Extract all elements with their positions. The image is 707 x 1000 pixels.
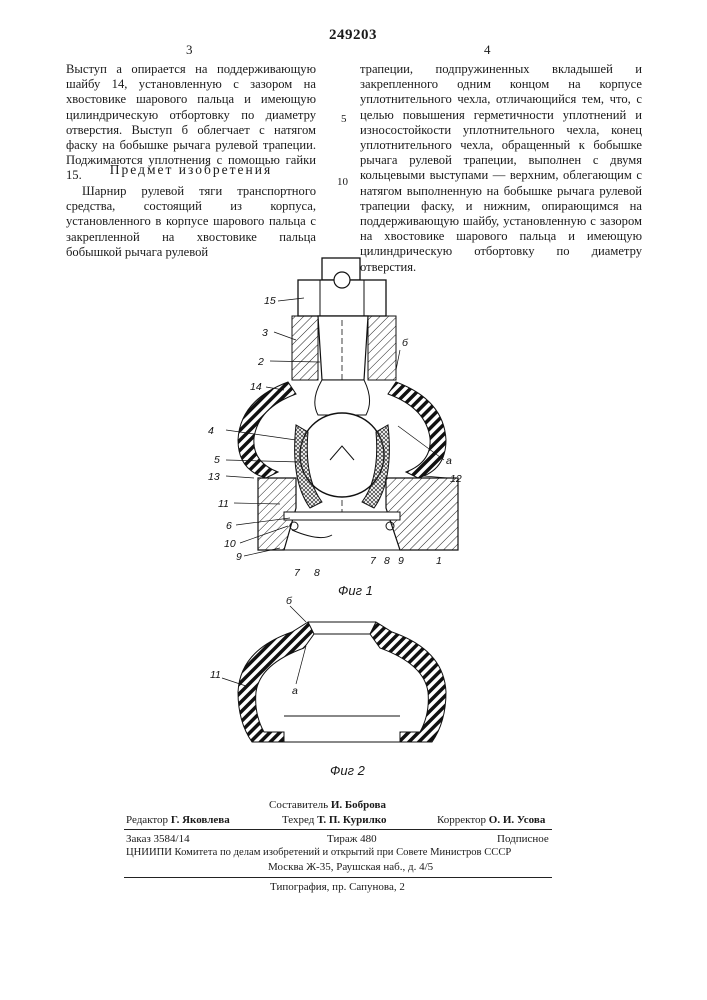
label-13: 13 — [208, 471, 220, 483]
footer-circulation: Тираж 480 — [327, 833, 377, 845]
tech-label: Техред — [282, 814, 314, 826]
label-3: 3 — [262, 327, 268, 339]
label-12: 12 — [450, 473, 462, 485]
label-a: а — [446, 455, 452, 467]
figure-1-drawing: 15 3 2 14 4 5 13 11 6 10 9 б а 12 7 8 7 … — [200, 250, 480, 590]
claim-text: Шарнир рулевой тяги транспортного средст… — [66, 184, 316, 260]
fig2-label-a: а — [292, 685, 298, 697]
footer-printer: Типография, пр. Сапунова, 2 — [270, 881, 405, 893]
label-b: б — [402, 337, 409, 349]
footer-subscription: Подписное — [497, 833, 549, 845]
compiler-label: Составитель — [269, 799, 328, 811]
label-9-right: 9 — [398, 555, 404, 567]
label-1: 1 — [436, 555, 442, 567]
corrector-name: О. И. Усова — [489, 814, 546, 826]
column-number-left: 3 — [186, 42, 193, 58]
label-14: 14 — [250, 381, 262, 393]
line-mark-5: 5 — [341, 113, 347, 125]
editor-label: Редактор — [126, 814, 168, 826]
label-8-right: 8 — [384, 555, 390, 567]
footer-tech: Техред Т. П. Курилко — [282, 814, 386, 826]
label-15: 15 — [264, 295, 276, 307]
label-4: 4 — [208, 425, 214, 437]
footer-editor: Редактор Г. Яковлева — [126, 814, 230, 826]
editor-name: Г. Яковлева — [171, 814, 230, 826]
figure-2-drawing: б 11 а — [200, 592, 470, 762]
section-heading: Предмет изобретения — [66, 162, 316, 178]
label-9: 9 — [236, 551, 242, 563]
footer-divider-top — [124, 829, 552, 830]
tech-name: Т. П. Курилко — [317, 814, 386, 826]
label-5: 5 — [214, 454, 220, 466]
label-7: 7 — [294, 567, 301, 579]
claim-paragraph: Шарнир рулевой тяги транспортного средст… — [66, 184, 316, 260]
line-mark-10: 10 — [337, 176, 348, 188]
fig2-label-b: б — [286, 595, 293, 607]
label-7-right: 7 — [370, 555, 377, 567]
fig2-label-11: 11 — [210, 669, 221, 681]
label-2: 2 — [257, 356, 264, 368]
footer-corrector: Корректор О. И. Усова — [437, 814, 545, 826]
footer-order: Заказ 3584/14 — [126, 833, 190, 845]
label-10: 10 — [224, 538, 236, 550]
corrector-label: Корректор — [437, 814, 486, 826]
column-number-right: 4 — [484, 42, 491, 58]
label-6: 6 — [226, 520, 232, 532]
footer-address: Москва Ж-35, Раушская наб., д. 4/5 — [268, 861, 433, 873]
patent-number: 249203 — [329, 27, 377, 44]
footer-organization: ЦНИИПИ Комитета по делам изобретений и о… — [126, 847, 511, 858]
label-11: 11 — [218, 498, 229, 510]
compiler-name: И. Боброва — [331, 799, 386, 811]
paragraph-claim-continued: трапеции, подпружиненных вкладышей и зак… — [360, 62, 642, 275]
figure-2-caption: Фиг 2 — [330, 763, 365, 778]
seal-boot-11 — [238, 622, 446, 742]
label-8: 8 — [314, 567, 320, 579]
footer-compiler: Составитель И. Боброва — [269, 799, 386, 811]
footer-divider-bottom — [124, 877, 552, 878]
right-column-text: трапеции, подпружиненных вкладышей и зак… — [360, 62, 642, 275]
nut-15 — [298, 258, 386, 316]
